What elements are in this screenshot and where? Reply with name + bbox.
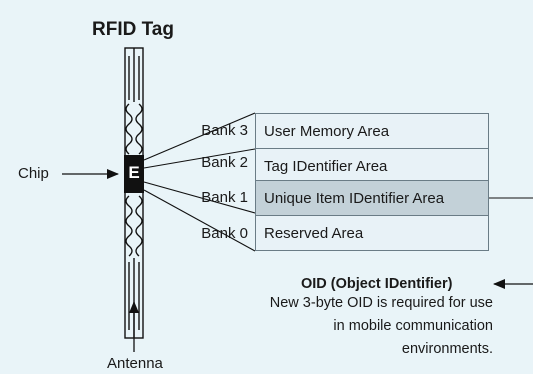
chip-letter: E bbox=[128, 163, 140, 182]
oid-description-line: New 3-byte OID is required for use bbox=[269, 295, 493, 311]
bank-3-area: User Memory Area bbox=[255, 113, 489, 149]
bank-0-label: Bank 0 bbox=[201, 225, 248, 242]
bank-1-label: Bank 1 bbox=[201, 189, 248, 206]
bank-3-label: Bank 3 bbox=[201, 122, 248, 139]
oid-description: New 3-byte OID is required for use in mo… bbox=[173, 292, 493, 361]
bank-2-area: Tag IDentifier Area bbox=[255, 148, 489, 184]
diagram-title: RFID Tag bbox=[92, 19, 174, 40]
bank-0-area: Reserved Area bbox=[255, 215, 489, 251]
bank-2-label: Bank 2 bbox=[201, 154, 248, 171]
bank-1-area: Unique Item IDentifier Area bbox=[255, 180, 489, 216]
oid-description-line: in mobile communication bbox=[333, 318, 493, 334]
bank-connectors bbox=[143, 112, 256, 252]
oid-title: OID (Object IDentifier) bbox=[301, 276, 453, 292]
chip-block bbox=[124, 155, 144, 193]
antenna-label: Antenna bbox=[107, 355, 163, 372]
oid-description-line: environments. bbox=[401, 341, 493, 357]
chip-label: Chip bbox=[18, 165, 49, 182]
